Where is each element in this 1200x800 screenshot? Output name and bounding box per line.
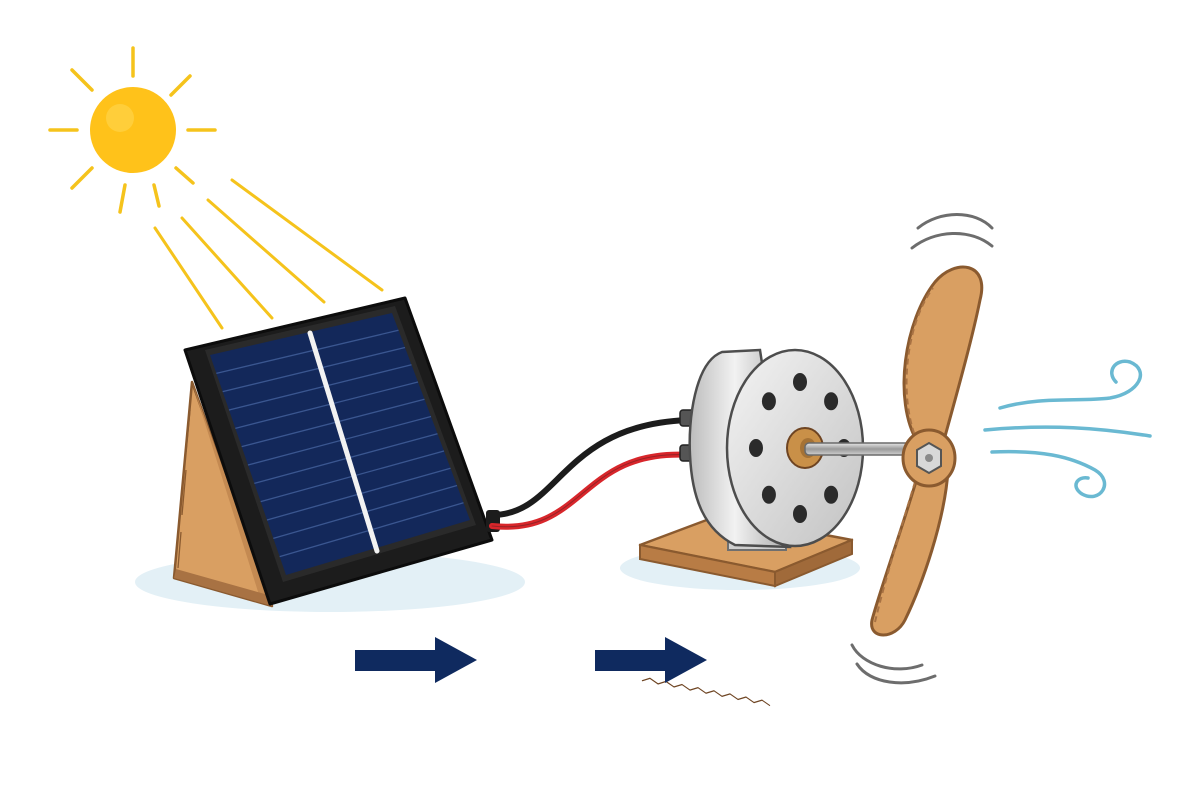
vent-hole — [749, 439, 763, 457]
vent-hole — [761, 485, 776, 504]
vent-hole — [824, 485, 839, 504]
solar-cell-line — [241, 398, 425, 448]
vent-hole — [824, 392, 839, 411]
solar-panel-icon — [172, 296, 500, 608]
solar-cell-line — [222, 346, 406, 393]
vent-hole — [761, 392, 776, 411]
solar-cell-line — [235, 381, 419, 429]
light-rays — [153, 178, 384, 330]
solar-cell-line — [216, 329, 399, 374]
flow-arrow-2 — [595, 637, 707, 683]
vent-hole — [793, 373, 807, 391]
solar-cell-line — [228, 364, 412, 411]
propeller-icon — [850, 213, 994, 685]
motor-icon — [679, 348, 865, 549]
flow-arrow-1 — [355, 637, 477, 683]
solar-cell-line — [247, 415, 432, 466]
vent-hole — [793, 505, 807, 523]
wires — [489, 417, 693, 530]
wind-icon — [983, 359, 1152, 499]
sun-icon — [48, 46, 217, 214]
solar-cell-line — [254, 433, 438, 484]
